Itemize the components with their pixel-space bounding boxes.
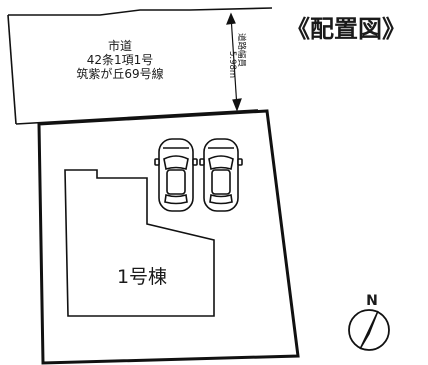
dimension-line bbox=[230, 15, 238, 109]
road-left-edge bbox=[7, 14, 17, 125]
dimension-arrow-top bbox=[226, 12, 236, 25]
car-icon bbox=[199, 138, 243, 212]
road-name-line2: 42条1項1号 bbox=[87, 53, 154, 67]
lot-boundary bbox=[37, 109, 300, 365]
car-icon bbox=[154, 138, 198, 212]
road-name-line1: 市道 bbox=[108, 38, 132, 53]
building-footprint bbox=[64, 169, 215, 317]
building-label: 1号棟 bbox=[117, 266, 167, 288]
road-name-line3: 筑紫が丘69号線 bbox=[76, 66, 163, 81]
plan-title: 《配置図》 bbox=[286, 15, 406, 43]
road-top-edge bbox=[8, 7, 273, 16]
compass-north-label: N bbox=[366, 293, 378, 309]
dimension-arrow-bottom bbox=[232, 98, 242, 112]
road-width-value: 5.98m bbox=[227, 51, 237, 78]
compass-icon bbox=[348, 309, 390, 351]
road-width-label: 道路幅員 bbox=[236, 33, 247, 68]
road-width-dimension bbox=[226, 12, 242, 112]
